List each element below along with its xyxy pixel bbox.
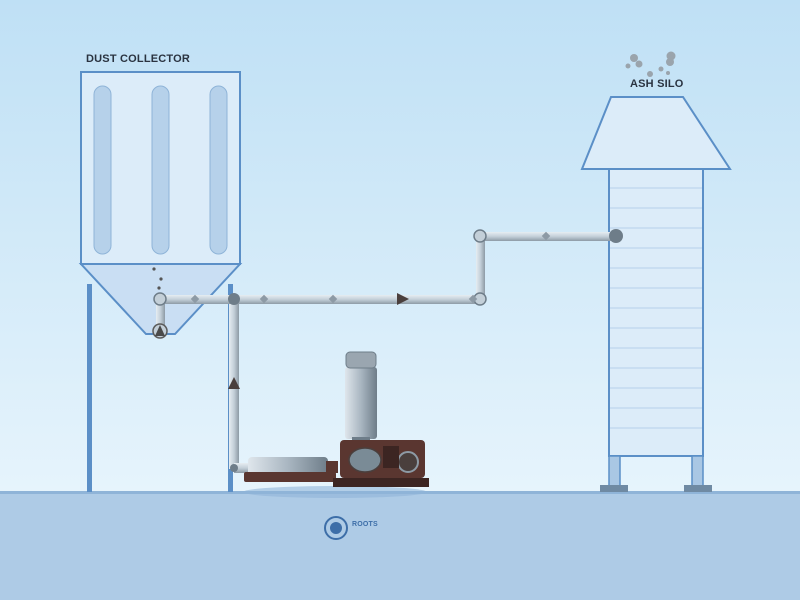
- pipe-joint: [473, 229, 487, 243]
- ash-silo-body: [608, 168, 704, 457]
- silencer-cap: [345, 351, 377, 369]
- smoke-puffs: [625, 51, 676, 77]
- silencer-flange: [326, 461, 338, 473]
- flow-arrow-icon: [397, 293, 409, 305]
- ash-silo-footing: [684, 485, 712, 492]
- filter-bag: [93, 85, 112, 255]
- dust-collector-label: DUST COLLECTOR: [86, 53, 191, 65]
- silo-inlet: [609, 229, 623, 243]
- roots-brand-label: ROOTS: [352, 521, 378, 528]
- ash-silo: [580, 51, 732, 492]
- dust-collector-leg-left: [87, 284, 92, 492]
- ash-silo-panels: [610, 187, 702, 429]
- filter-bag: [151, 85, 170, 255]
- ash-silo-leg-left: [608, 455, 621, 487]
- ash-silo-leg-right: [691, 455, 704, 487]
- blower-skid: [333, 478, 429, 487]
- dust-particle: [152, 267, 156, 271]
- blower-impeller-housing: [348, 447, 382, 473]
- pipe-main: [160, 295, 480, 304]
- silencer-base: [244, 472, 336, 482]
- pipe-rise: [476, 236, 485, 300]
- ash-silo-label: ASH SILO: [630, 78, 684, 90]
- dust-particle: [157, 286, 161, 290]
- conveying-pipeline: [152, 229, 623, 473]
- pipe-joint: [153, 292, 167, 306]
- pipe-joint: [228, 293, 240, 305]
- vertical-silencer: [345, 367, 377, 439]
- pipe-joint: [230, 464, 238, 472]
- ash-silo-roof: [580, 96, 732, 170]
- pipe-flanges: [190, 231, 551, 304]
- ash-silo-footing: [600, 485, 628, 492]
- pipe-hopper-outlet: [156, 299, 165, 329]
- roots-blower: [243, 351, 429, 498]
- dust-particle: [159, 277, 163, 281]
- ground: [0, 493, 800, 600]
- roots-logo-icon: [324, 516, 348, 540]
- filter-bag: [209, 85, 228, 255]
- rotary-valve: [152, 323, 168, 339]
- drive-pulley: [397, 451, 419, 473]
- blower-shadow: [243, 486, 427, 498]
- flow-arrow-icon: [228, 377, 240, 389]
- belt-guard: [383, 446, 399, 468]
